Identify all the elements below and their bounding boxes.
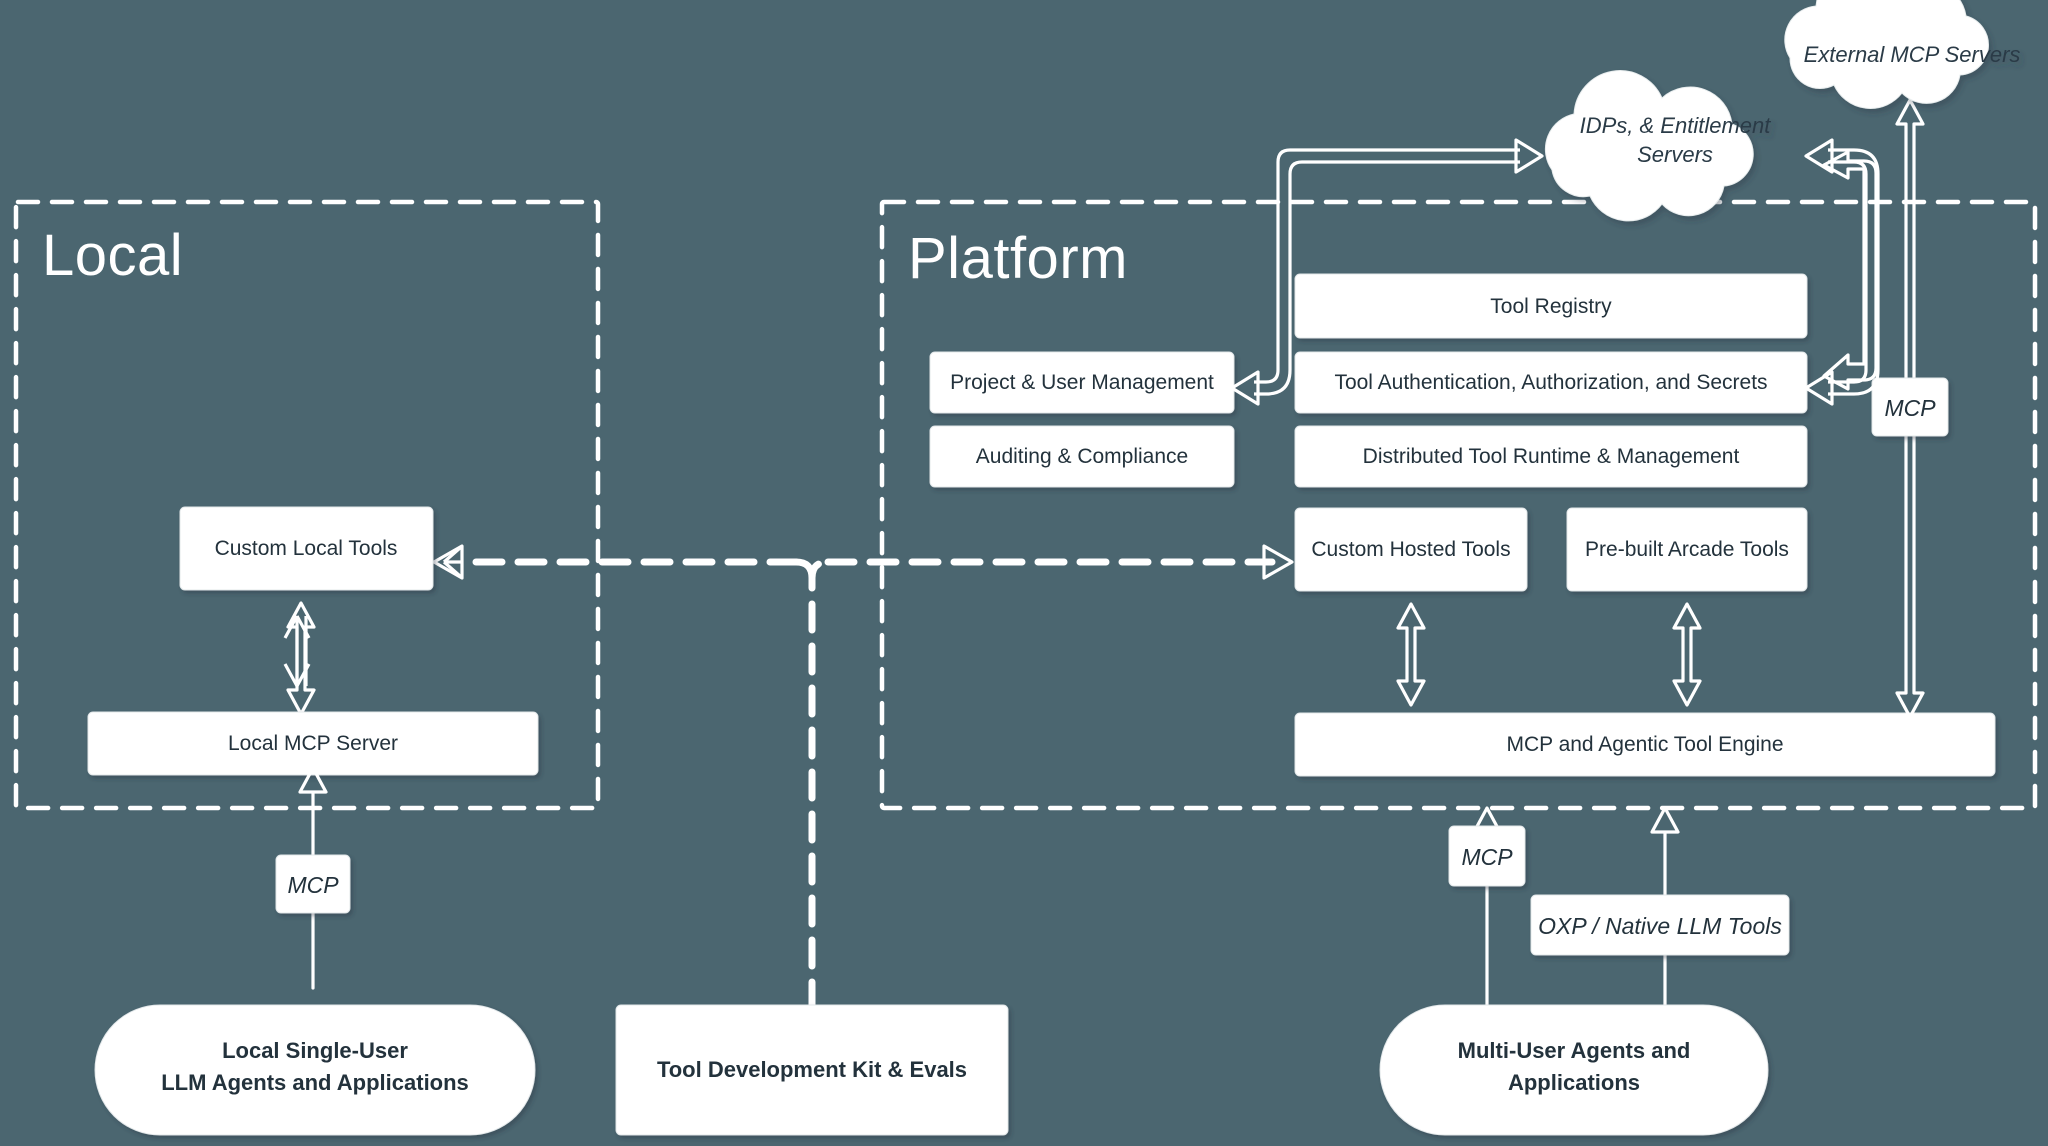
edge-label-oxp-native: OXP / Native LLM Tools (1530, 894, 1790, 956)
box-local-mcp-server-label: Local MCP Server (228, 732, 398, 755)
box-custom-hosted-tools-label: Custom Hosted Tools (1311, 538, 1510, 561)
box-prebuilt-arcade-tools-label: Pre-built Arcade Tools (1585, 538, 1789, 561)
tdk-arrow-right-head (1262, 544, 1294, 580)
terminal-multi-user-agents-line-2: Applications (1508, 1070, 1640, 1095)
box-auditing-compliance[interactable]: Auditing & Compliance (929, 425, 1235, 488)
box-custom-local-tools-label: Custom Local Tools (215, 537, 398, 560)
arrowhead-to-auth (1804, 370, 1834, 406)
edge-label-oxp-native-text: OXP / Native LLM Tools (1538, 913, 1782, 939)
edge-label-mcp-platform-text: MCP (1461, 844, 1513, 870)
tdk-arrow-left-head (432, 544, 464, 580)
box-distributed-runtime[interactable]: Distributed Tool Runtime & Management (1294, 425, 1808, 488)
cloud-external-mcp-servers[interactable]: External MCP Servers (1784, 0, 2021, 109)
box-local-mcp-server[interactable]: Local MCP Server (87, 711, 539, 776)
cloud-external-mcp-servers-label: External MCP Servers (1804, 42, 2021, 67)
edge-label-mcp-platform: MCP (1448, 825, 1526, 887)
tdk-bus-vertical (808, 558, 832, 1012)
arrow-pum-idps-path2 (1254, 160, 1520, 396)
terminal-local-agents-line-2: LLM Agents and Applications (161, 1070, 469, 1095)
terminal-multi-user-agents[interactable]: Multi-User Agents and Applications (1379, 1004, 1769, 1136)
platform-zone-title: Platform (908, 226, 1128, 291)
box-mcp-agentic-tool-engine-label: MCP and Agentic Tool Engine (1506, 733, 1783, 756)
box-tool-authentication-label: Tool Authentication, Authorization, and … (1334, 371, 1767, 394)
terminal-local-agents[interactable]: Local Single-User LLM Agents and Applica… (94, 1004, 536, 1136)
box-auditing-compliance-label: Auditing & Compliance (976, 445, 1188, 468)
edge-label-mcp-local: MCP (275, 854, 351, 914)
box-custom-hosted-tools[interactable]: Custom Hosted Tools (1294, 507, 1528, 592)
platform-zone-container (879, 199, 2038, 811)
box-mcp-agentic-tool-engine[interactable]: MCP and Agentic Tool Engine (1294, 712, 1996, 777)
terminal-tool-development-kit-label: Tool Development Kit & Evals (657, 1057, 967, 1082)
arrow-engine-to-external-mcp (1895, 98, 1925, 719)
box-distributed-runtime-label: Distributed Tool Runtime & Management (1363, 445, 1740, 468)
arrow-pum-idps-path (1254, 148, 1520, 384)
box-project-user-management-label: Project & User Management (950, 371, 1214, 394)
arrowhead-to-pum (1230, 370, 1260, 406)
terminal-multi-user-agents-line-1: Multi-User Agents and (1458, 1038, 1691, 1063)
edge-label-mcp-external: MCP (1871, 377, 1949, 437)
box-project-user-management[interactable]: Project & User Management (929, 351, 1235, 414)
edge-label-mcp-local-text: MCP (287, 872, 339, 898)
arrow-local-agents-to-server (298, 766, 328, 990)
box-tool-registry-label: Tool Registry (1490, 295, 1612, 318)
cloud-idps-entitlement-servers[interactable]: IDPs, & Entitlement Servers (1544, 70, 1772, 222)
edge-label-mcp-external-text: MCP (1884, 395, 1936, 421)
box-prebuilt-arcade-tools[interactable]: Pre-built Arcade Tools (1566, 507, 1808, 592)
arrow-tool-auth-to-idps (1822, 150, 1878, 391)
arrowhead-to-idps-right (1804, 138, 1834, 174)
terminal-local-agents-line-1: Local Single-User (222, 1038, 408, 1063)
arrow-oxp-to-engine (1650, 806, 1680, 1010)
local-zone-title: Local (42, 223, 183, 288)
arrow-tool-auth-idps-path (1828, 160, 1868, 384)
cloud-idps-line-1: IDPs, & Entitlement (1580, 113, 1772, 138)
box-custom-local-tools[interactable]: Custom Local Tools (179, 506, 434, 591)
arrowhead-to-idps-left (1514, 138, 1544, 174)
arrow-tool-auth-idps-path2 (1828, 148, 1880, 396)
box-tool-authentication[interactable]: Tool Authentication, Authorization, and … (1294, 351, 1808, 414)
cloud-idps-line-2: Servers (1637, 142, 1713, 167)
arrow-hosted-tools-engine (1396, 602, 1426, 707)
arrow-local-tools-to-server (283, 601, 316, 716)
local-zone-container (13, 199, 601, 811)
arrow-arcade-tools-engine (1672, 602, 1702, 707)
box-tool-registry[interactable]: Tool Registry (1294, 273, 1808, 339)
terminal-tool-development-kit[interactable]: Tool Development Kit & Evals (615, 1004, 1009, 1136)
